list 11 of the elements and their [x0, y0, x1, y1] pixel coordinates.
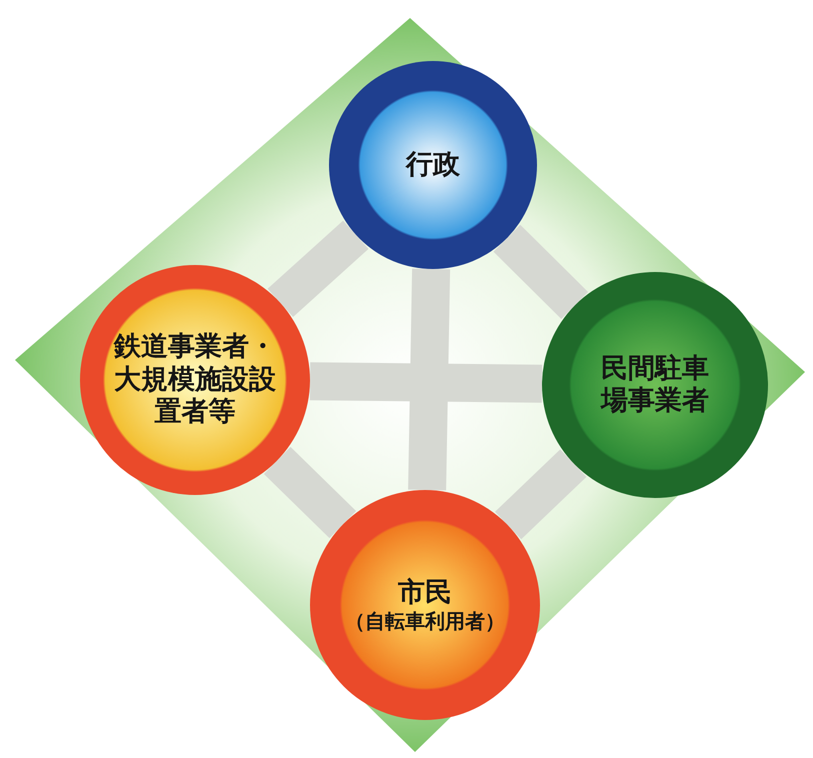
- connector-bar: [408, 268, 450, 490]
- node-sublabel: （自転車利用者）: [345, 609, 505, 634]
- connector-bar: [494, 224, 588, 319]
- node-label: 民間駐車場事業者: [599, 352, 710, 418]
- connector-bar: [264, 446, 356, 538]
- connector-bar: [310, 362, 542, 403]
- connector-bar: [494, 449, 586, 540]
- node-label: 市民: [398, 576, 452, 610]
- node-label: 行政: [406, 148, 460, 182]
- connector-bar: [268, 220, 369, 318]
- node-label: 鉄道事業者・大規模施設設置者等: [112, 331, 277, 429]
